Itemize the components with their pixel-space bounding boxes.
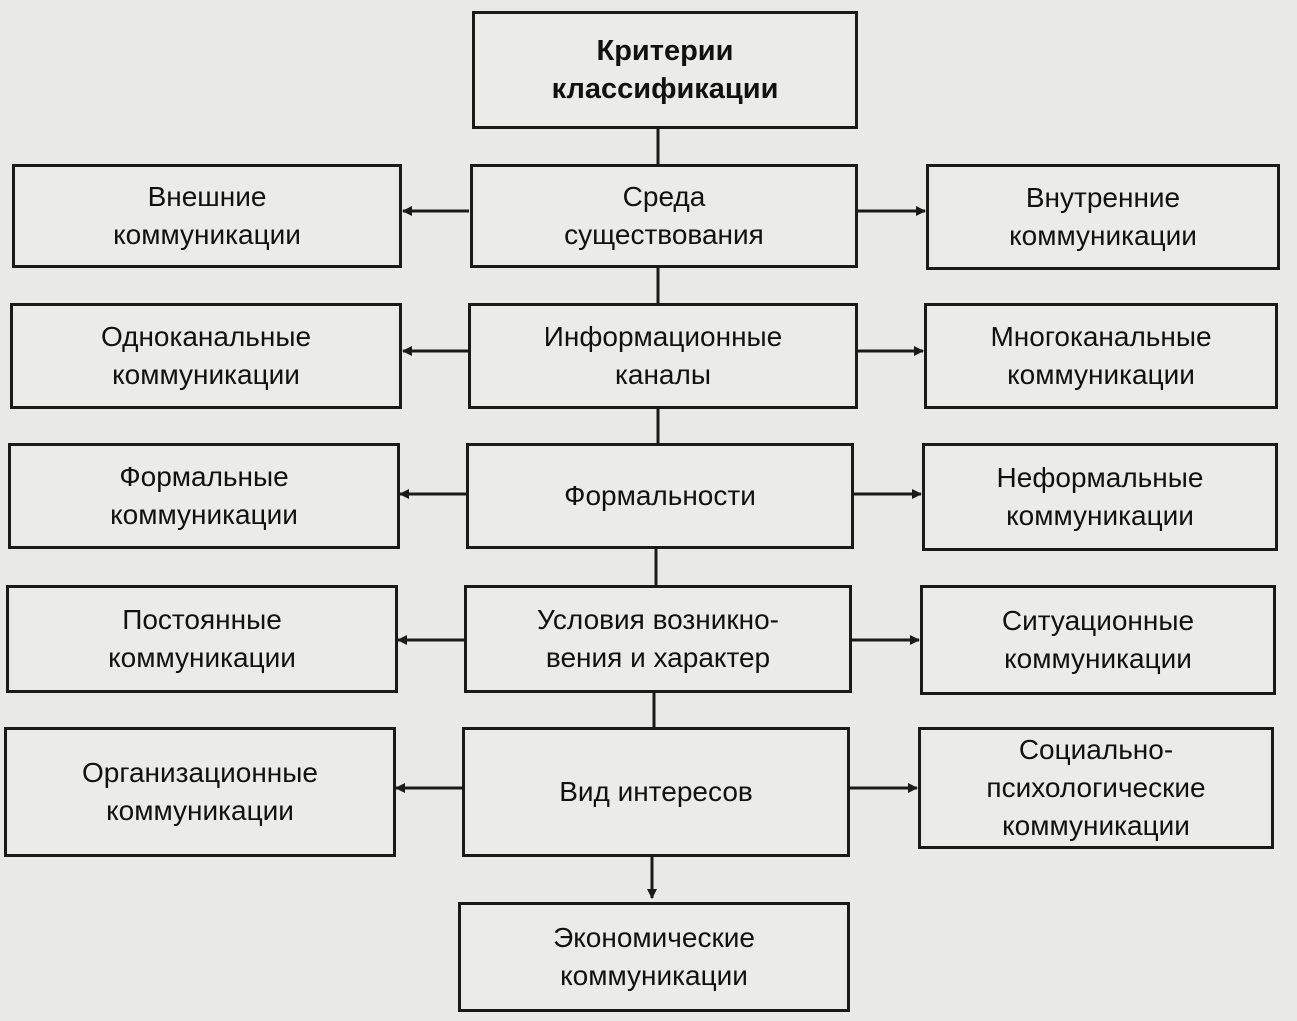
center-box-3: Условия возникно- вения и характер <box>464 585 852 693</box>
bottom-box: Экономические коммуникации <box>458 902 850 1012</box>
left-box-2: Формальные коммуникации <box>8 443 400 549</box>
right-box-0: Внутренние коммуникации <box>926 164 1280 270</box>
right-box-4: Социально- психологические коммуникации <box>918 727 1274 849</box>
left-box-0: Внешние коммуникации <box>12 164 402 268</box>
center-box-0: Среда существования <box>470 164 858 268</box>
left-box-3: Постоянные коммуникации <box>6 585 398 693</box>
left-box-1: Одноканальные коммуникации <box>10 303 402 409</box>
right-box-3: Ситуационные коммуникации <box>920 585 1276 695</box>
right-box-1: Многоканальные коммуникации <box>924 303 1278 409</box>
center-box-2: Формальности <box>466 443 854 549</box>
center-box-4: Вид интересов <box>462 727 850 857</box>
center-box-1: Информационные каналы <box>468 303 858 409</box>
right-box-2: Неформальные коммуникации <box>922 443 1278 551</box>
left-box-4: Организационные коммуникации <box>4 727 396 857</box>
title-box: Критерии классификации <box>472 11 858 129</box>
